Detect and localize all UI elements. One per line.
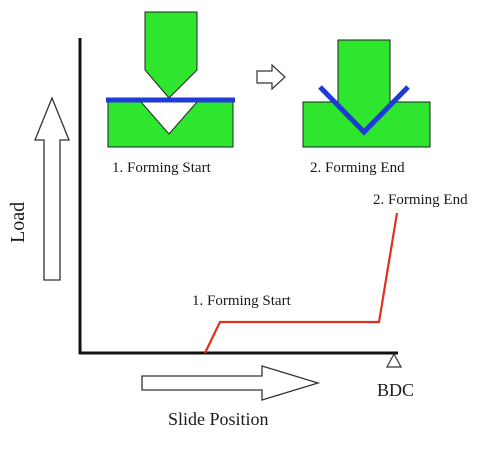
load-curve <box>204 212 399 354</box>
curve-start-label: 1. Forming Start <box>192 293 292 309</box>
punch-1 <box>144 11 198 99</box>
load-arrow-icon <box>34 96 70 281</box>
curve-end-label: 2. Forming End <box>373 192 468 208</box>
slide-arrow-icon <box>141 365 321 401</box>
sheet-2 <box>318 85 410 136</box>
x-axis-label: Slide Position <box>168 409 269 429</box>
forming-end-illustration <box>302 39 431 148</box>
forming-start-caption: 1. Forming Start <box>112 160 212 176</box>
bdc-label: BDC <box>377 380 414 400</box>
stage-arrow-icon <box>256 63 286 91</box>
forming-start-illustration <box>106 11 235 148</box>
bdc-marker-icon <box>385 352 403 368</box>
y-axis-label: Load <box>7 202 29 243</box>
forming-end-caption: 2. Forming End <box>310 160 405 176</box>
